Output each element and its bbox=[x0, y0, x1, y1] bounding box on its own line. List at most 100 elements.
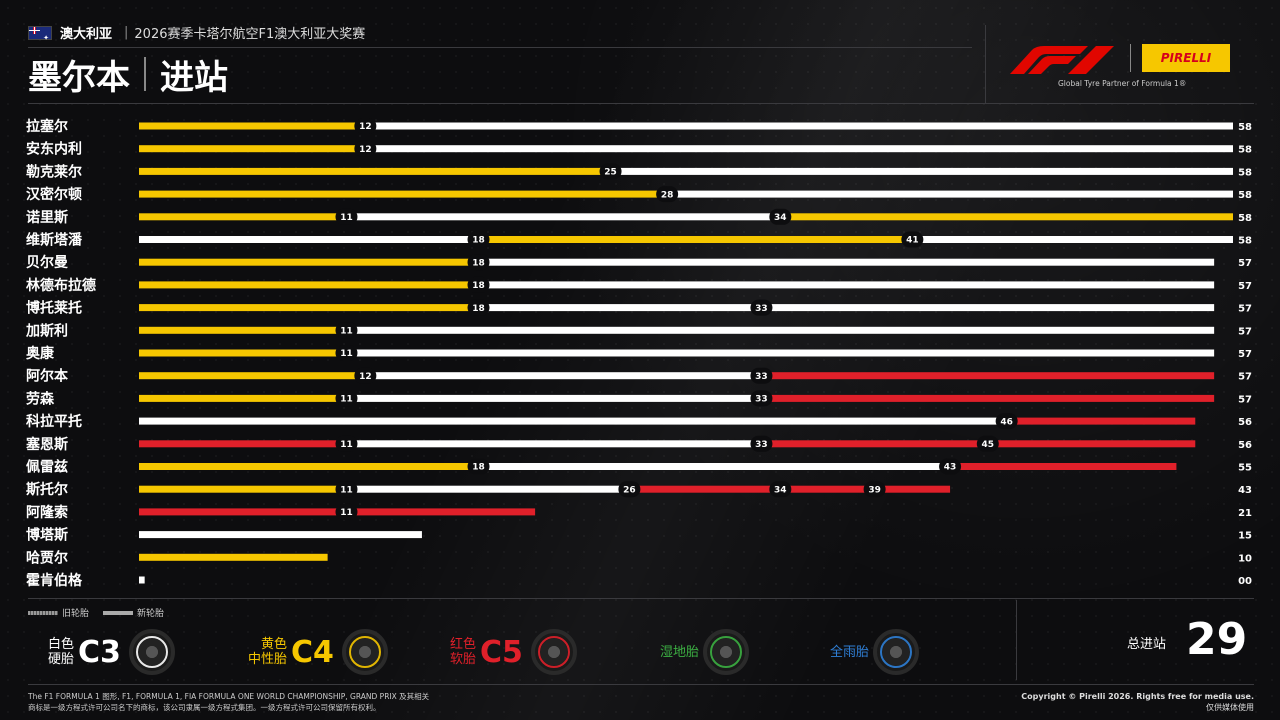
total-laps-label: 58 bbox=[1238, 236, 1252, 247]
total-laps-label: 57 bbox=[1238, 349, 1252, 360]
pit-stop-lap-label: 18 bbox=[472, 281, 485, 291]
pit-stop-marker bbox=[467, 458, 490, 475]
stint-legend: 旧轮胎 新轮胎 bbox=[28, 606, 164, 619]
pit-stop-lap-label: 28 bbox=[661, 190, 674, 200]
brand-separator bbox=[1130, 44, 1131, 72]
pit-stop-marker bbox=[750, 390, 773, 407]
stint-bar bbox=[139, 440, 347, 448]
driver-label: 博塔斯 bbox=[26, 527, 68, 544]
pit-stop-marker bbox=[750, 367, 773, 384]
total-laps-label: 57 bbox=[1238, 258, 1252, 269]
pit-stop-marker bbox=[335, 390, 358, 407]
pit-stop-lap-label: 41 bbox=[906, 236, 919, 246]
pit-stop-lap-label: 39 bbox=[868, 485, 881, 495]
total-stops-label: 总进站 bbox=[1127, 637, 1167, 652]
pit-stop-lap-label: 33 bbox=[755, 372, 768, 382]
legal-notice: The F1 FORMULA 1 图形, F1, FORMULA 1, FIA … bbox=[28, 691, 429, 713]
pit-stop-lap-label: 11 bbox=[340, 327, 353, 337]
pit-stop-marker bbox=[335, 208, 358, 225]
total-laps-label: 56 bbox=[1238, 417, 1252, 428]
pit-stop-lap-label: 46 bbox=[1000, 417, 1013, 427]
compound-legend: 白色 硬胎 C3 黄色 中性胎 C4 红色 软胎 C5 湿地胎 全雨胎 bbox=[40, 628, 980, 678]
driver-label: 贝尔曼 bbox=[26, 254, 68, 271]
compound-medium-code: C4 bbox=[291, 634, 334, 670]
compound-inter-label: 湿地胎 bbox=[660, 644, 700, 660]
footer-divider bbox=[28, 598, 1254, 599]
total-laps-label: 58 bbox=[1238, 213, 1252, 224]
stint-bar bbox=[139, 485, 347, 493]
inter-tyre-icon bbox=[703, 629, 750, 675]
pit-stop-marker bbox=[335, 322, 358, 339]
compound-medium-label: 黄色 中性胎 bbox=[248, 637, 287, 667]
copyright: Copyright © Pirelli 2026. Rights free fo… bbox=[1021, 691, 1254, 713]
pit-stop-lap-label: 18 bbox=[472, 258, 485, 268]
stint-bar bbox=[139, 576, 145, 584]
stint-bar bbox=[610, 167, 1233, 175]
total-laps-label: 58 bbox=[1238, 122, 1252, 133]
separator: | bbox=[124, 25, 129, 40]
driver-label: 拉塞尔 bbox=[26, 118, 68, 135]
pirelli-logo: PIRELLI bbox=[1142, 44, 1230, 72]
stint-bar bbox=[478, 304, 762, 312]
pit-stop-lap-label: 11 bbox=[340, 349, 353, 359]
pit-stop-lap-label: 11 bbox=[340, 395, 353, 405]
total-laps-label: 58 bbox=[1238, 190, 1252, 201]
driver-label: 林德布拉德 bbox=[26, 277, 96, 294]
pit-stop-marker bbox=[976, 435, 999, 452]
header-divider bbox=[28, 103, 1254, 104]
pit-stop-lap-label: 12 bbox=[359, 372, 372, 382]
footer-divider-bottom bbox=[28, 684, 1254, 685]
stint-bar bbox=[1006, 417, 1196, 425]
country-name: 澳大利亚 bbox=[60, 27, 113, 42]
total-laps-label: 43 bbox=[1238, 485, 1252, 496]
soft-tyre-icon bbox=[530, 629, 577, 675]
pit-stop-marker bbox=[467, 254, 490, 271]
stint-bar bbox=[139, 326, 347, 334]
stint-bar bbox=[139, 531, 422, 539]
new-tyre-label: 新轮胎 bbox=[137, 609, 165, 619]
stint-bar bbox=[139, 145, 366, 153]
driver-label: 霍肯伯格 bbox=[26, 572, 83, 589]
pit-stop-marker bbox=[995, 413, 1018, 430]
footer-vertical-divider bbox=[1016, 600, 1017, 680]
compound-inter: 湿地胎 bbox=[660, 628, 750, 676]
compound-soft-color: 红色 bbox=[450, 637, 477, 652]
used-tyre-swatch bbox=[28, 610, 58, 615]
driver-label: 阿隆索 bbox=[26, 504, 68, 521]
pit-stop-marker bbox=[335, 481, 358, 498]
title-location: 墨尔本 bbox=[28, 57, 130, 98]
driver-label: 哈贾尔 bbox=[26, 549, 68, 566]
stint-bar bbox=[139, 372, 366, 380]
compound-hard-type: 硬胎 bbox=[48, 652, 75, 667]
driver-label: 奥康 bbox=[26, 345, 55, 362]
stint-bar bbox=[139, 167, 611, 175]
pit-stop-marker bbox=[750, 435, 773, 452]
stint-bar bbox=[346, 485, 630, 493]
compound-soft: 红色 软胎 C5 bbox=[450, 628, 577, 676]
medium-tyre-icon bbox=[341, 629, 388, 675]
copyright-line: Copyright © Pirelli 2026. Rights free fo… bbox=[1021, 692, 1254, 701]
pit-stop-marker bbox=[618, 481, 641, 498]
pit-stop-marker bbox=[750, 299, 773, 316]
stint-bar bbox=[780, 213, 1233, 221]
pit-stop-lap-label: 11 bbox=[340, 440, 353, 450]
race-info-line: 澳大利亚 | 2026赛季卡塔尔航空F1澳大利亚大奖赛 bbox=[28, 18, 972, 48]
pit-stop-marker bbox=[467, 276, 490, 293]
total-laps-label: 10 bbox=[1238, 553, 1252, 564]
pit-stop-lap-label: 45 bbox=[982, 440, 995, 450]
pit-stop-lap-label: 12 bbox=[359, 122, 372, 132]
stint-bar bbox=[780, 485, 875, 493]
stint-bar bbox=[912, 236, 1233, 243]
compound-hard: 白色 硬胎 C3 bbox=[48, 628, 175, 676]
driver-label: 劳森 bbox=[26, 390, 55, 407]
pit-stop-marker bbox=[335, 435, 358, 452]
stint-bar bbox=[139, 508, 347, 516]
stint-bar bbox=[139, 236, 479, 243]
new-tyre-swatch bbox=[103, 610, 134, 615]
stint-bar bbox=[139, 122, 366, 130]
pit-stop-marker bbox=[769, 208, 792, 225]
legal-line-2: 商标是一级方程式许可公司名下的商标，该公司隶属一级方程式集团。一级方程式许可公司… bbox=[28, 703, 381, 712]
compound-soft-label: 红色 软胎 bbox=[450, 637, 476, 667]
total-laps-label: 57 bbox=[1238, 304, 1252, 315]
total-laps-label: 55 bbox=[1238, 463, 1252, 474]
